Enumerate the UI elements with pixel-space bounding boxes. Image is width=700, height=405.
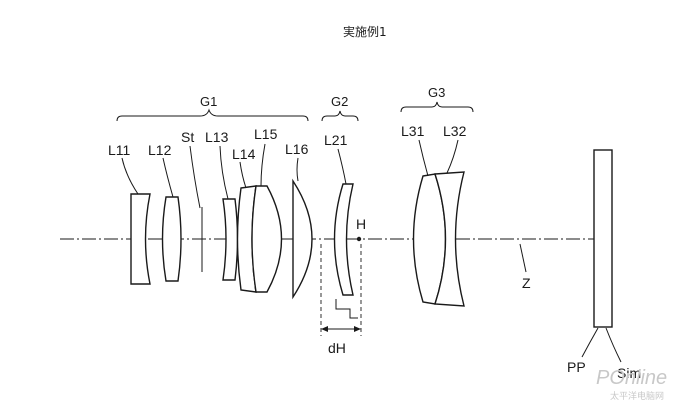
leader-l21: [337, 148, 347, 185]
leader-sim: [605, 327, 622, 363]
leader-l14: [239, 161, 247, 189]
lens-label-l32: L32: [443, 123, 467, 139]
group-brace-g3: [400, 101, 474, 113]
group-label-g1: G1: [200, 94, 217, 109]
leader-l11: [121, 157, 139, 195]
leader-l13: [219, 145, 229, 200]
group-brace-g1: [116, 108, 309, 122]
lens-label-l31: L31: [401, 123, 425, 139]
lens-label-l16: L16: [285, 141, 309, 157]
axis-label-z: Z: [522, 275, 531, 291]
lens-l12: [161, 196, 182, 282]
group-label-g3: G3: [428, 85, 445, 100]
lens-label-l13: L13: [205, 129, 229, 145]
lens-label-l14: L14: [232, 146, 256, 162]
watermark-logo: POnline: [596, 367, 667, 389]
leader-z: [519, 243, 527, 273]
lens-l13: [222, 198, 239, 281]
lens-label-l12: L12: [148, 142, 172, 158]
group-label-g2: G2: [331, 94, 348, 109]
leader-l16: [296, 157, 299, 182]
watermark-subtext: 太平洋电脑网: [610, 390, 664, 401]
plane-label-sim: Sim: [617, 365, 641, 381]
leader-l12: [162, 157, 174, 198]
dim-arrow-head-right: [354, 326, 361, 332]
leader-l15: [260, 143, 266, 187]
plane-label-pp: PP: [567, 359, 586, 375]
group-brace-g2: [321, 110, 359, 122]
image-plane-element: [593, 149, 613, 328]
diagram-title: 実施例1: [343, 24, 387, 39]
stop-label: St: [181, 129, 194, 145]
lens-label-l21: L21: [324, 132, 348, 148]
leader-pp: [581, 327, 599, 358]
dim-arrow-head-left: [321, 326, 328, 332]
point-h-label: H: [356, 216, 366, 232]
point-h-marker: [356, 236, 362, 242]
lens-l16: [292, 178, 313, 300]
lens-l21: [333, 183, 354, 296]
lens-l15: [251, 185, 283, 293]
lens-l32: [434, 171, 465, 307]
lens-l11: [130, 193, 151, 285]
lens-label-l15: L15: [254, 126, 278, 142]
leader-l32: [446, 139, 459, 174]
dim-step-marker: [335, 299, 358, 319]
leader-st: [189, 145, 201, 209]
lens-label-l11: L11: [108, 142, 131, 158]
dim-label-dh: dH: [328, 340, 346, 356]
leader-l31: [418, 139, 429, 177]
